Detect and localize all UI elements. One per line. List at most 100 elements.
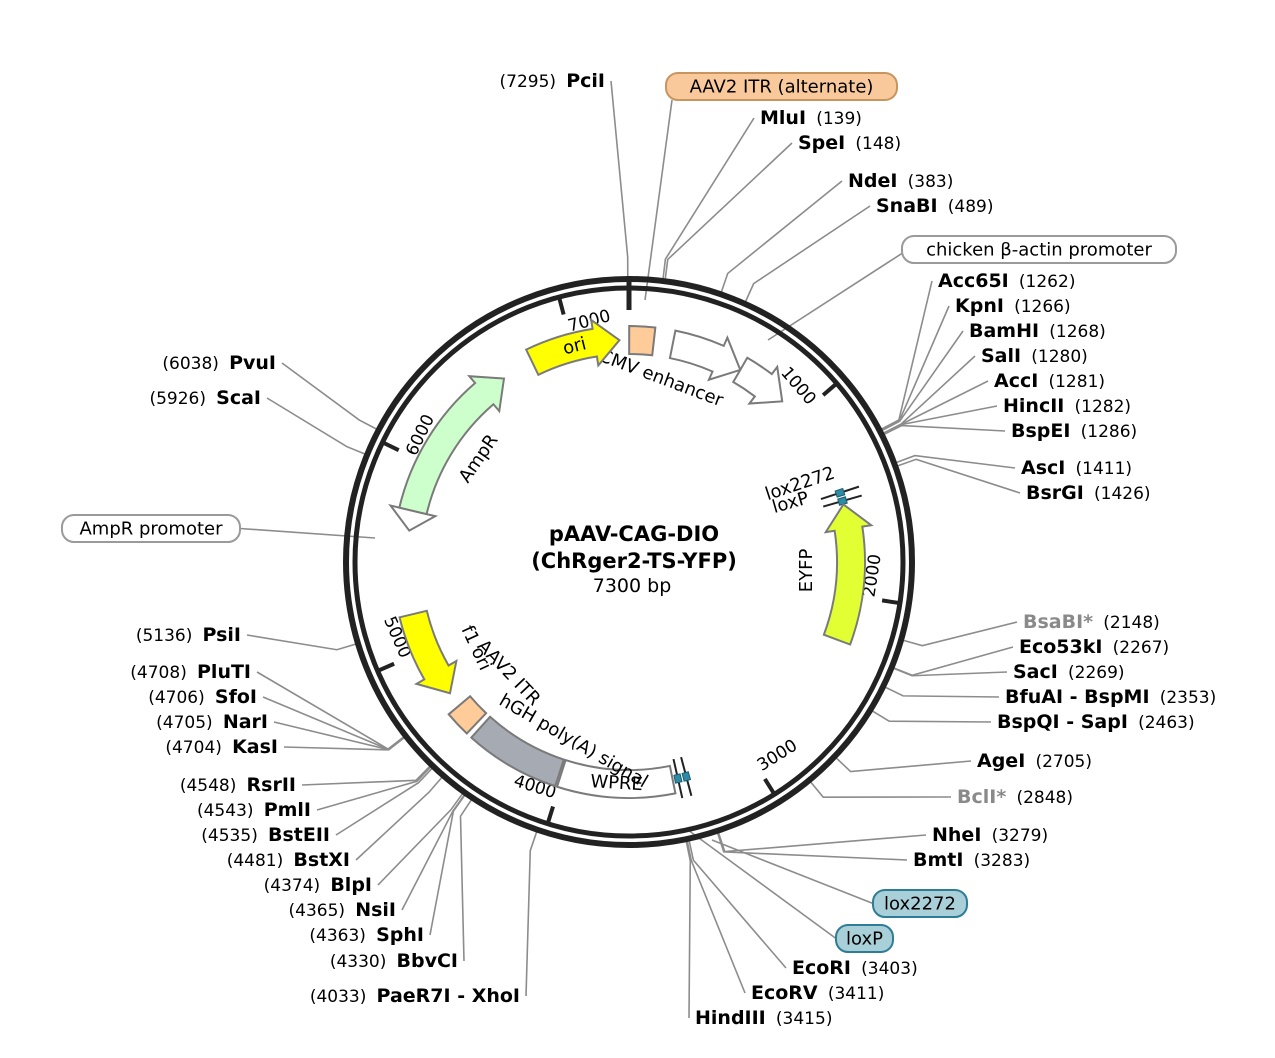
enzyme-site-sfoi[interactable]: (4706) SfoI <box>148 686 257 708</box>
enzyme-site-nhei[interactable]: NheI (3279) <box>932 824 1048 846</box>
enzyme-site-sali[interactable]: SalI (1280) <box>981 345 1088 367</box>
feature-shape <box>447 694 488 735</box>
feature-lox2272[interactable] <box>672 758 684 799</box>
enzyme-site-eco53ki[interactable]: Eco53kI (2267) <box>1019 636 1169 658</box>
feature-f1-ori[interactable]: f1 ori <box>398 609 496 695</box>
enzyme-label: EcoRV (3411) <box>751 982 884 1004</box>
enzyme-site-ecori[interactable]: EcoRI (3403) <box>792 957 918 979</box>
enzyme-position: (1268) <box>1049 322 1106 342</box>
enzyme-position: (2267) <box>1113 638 1170 658</box>
site-box <box>673 773 683 784</box>
leader-line <box>809 781 952 798</box>
enzyme-label: (7295) PciI <box>500 70 605 92</box>
callout-ampr-promoter[interactable]: AmpR promoter <box>61 514 241 543</box>
enzyme-site-ndei[interactable]: NdeI (383) <box>848 170 953 192</box>
enzyme-label: (5136) PsiI <box>136 624 241 646</box>
feature-ori[interactable]: ori <box>524 317 621 377</box>
leader-line <box>880 280 933 430</box>
enzyme-name: PluTI <box>197 661 251 683</box>
enzyme-site-nari[interactable]: (4705) NarI <box>156 711 268 733</box>
leader-lines <box>239 80 1021 1019</box>
enzyme-label: Acc65I (1262) <box>938 270 1075 292</box>
enzyme-site-bcli[interactable]: BclI* (2848) <box>957 786 1073 808</box>
feature-aav2-itr-alternate[interactable] <box>628 324 657 357</box>
leader-line <box>273 721 405 751</box>
enzyme-site-bbvci[interactable]: (4330) BbvCI <box>330 950 458 972</box>
enzyme-name: BstEII <box>268 824 330 846</box>
callout-chicken-actin-promoter[interactable]: chicken β-actin promoter <box>901 235 1177 264</box>
callout-box <box>872 889 968 918</box>
enzyme-site-agei[interactable]: AgeI (2705) <box>977 750 1092 772</box>
enzyme-label: (4706) SfoI <box>148 686 257 708</box>
feature-shape <box>469 715 566 788</box>
enzyme-site-ecorv[interactable]: EcoRV (3411) <box>751 982 884 1004</box>
enzyme-site-bstxi[interactable]: (4481) BstXI <box>227 849 350 871</box>
enzyme-site-pvui[interactable]: (6038) PvuI <box>162 352 276 374</box>
feature-callouts: AAV2 ITR (alternate) chicken β-actin prom… <box>61 72 1177 953</box>
enzyme-site-bfuai-bspmi[interactable]: BfuAI - BspMI (2353) <box>1005 686 1216 708</box>
feature-loxp[interactable] <box>680 756 693 797</box>
enzyme-site-bsrgi[interactable]: BsrGI (1426) <box>1026 482 1151 504</box>
enzyme-label: SacI (2269) <box>1013 661 1125 683</box>
enzyme-site-kasi[interactable]: (4704) KasI <box>165 736 278 758</box>
enzyme-label: (4704) KasI <box>165 736 278 758</box>
enzyme-site-bsteii[interactable]: (4535) BstEII <box>201 824 330 846</box>
enzyme-site-blpi[interactable]: (4374) BlpI <box>264 874 372 896</box>
enzyme-label: Eco53kI (2267) <box>1019 636 1169 658</box>
enzyme-name: SnaBI <box>876 195 938 217</box>
enzyme-site-bamhi[interactable]: BamHI (1268) <box>969 320 1106 342</box>
enzyme-name: EcoRV <box>751 982 818 1004</box>
leader-line <box>895 454 1016 469</box>
enzyme-name: BbvCI <box>397 950 458 972</box>
leader-line <box>897 458 1021 494</box>
enzyme-site-bspqi-sapi[interactable]: BspQI - SapI (2463) <box>997 711 1195 733</box>
leader-line <box>883 424 1006 436</box>
enzyme-site-acc65i[interactable]: Acc65I (1262) <box>938 270 1075 292</box>
enzyme-position: (3279) <box>992 826 1049 846</box>
enzyme-site-paer7i-xhoi[interactable]: (4033) PaeR7I - XhoI <box>310 985 520 1007</box>
feature-shape <box>668 329 742 382</box>
feature-eyfp[interactable]: EYFP <box>796 502 874 646</box>
feature-chicken-actin-promoter[interactable] <box>731 356 784 405</box>
enzyme-site-hincii[interactable]: HincII (1282) <box>1003 395 1131 417</box>
enzyme-site-acci[interactable]: AccI (1281) <box>994 370 1105 392</box>
enzyme-site-bspei[interactable]: BspEI (1286) <box>1011 420 1137 442</box>
leader-line <box>883 405 998 435</box>
callout-box <box>835 924 894 953</box>
enzyme-site-pmli[interactable]: (4543) PmlI <box>197 799 311 821</box>
enzyme-site-kpni[interactable]: KpnI (1266) <box>955 295 1071 317</box>
enzyme-site-snabi[interactable]: SnaBI (489) <box>876 195 993 217</box>
enzyme-site-hindiii[interactable]: HindIII (3415) <box>695 1007 832 1029</box>
enzyme-position: (489) <box>948 197 994 217</box>
enzyme-site-mlui[interactable]: MluI (139) <box>760 107 862 129</box>
feature-wpre[interactable]: WPRE <box>555 758 677 799</box>
enzyme-labels: (7295) PciI MluI (139) SpeI (148) NdeI (383… <box>130 70 1216 1029</box>
callout-lox2272[interactable]: lox2272 <box>872 889 968 918</box>
enzyme-site-sphi[interactable]: (4363) SphI <box>309 924 424 946</box>
enzyme-label: (4330) BbvCI <box>330 950 458 972</box>
enzyme-label: (4374) BlpI <box>264 874 372 896</box>
callout-label: chicken β-actin promoter <box>926 240 1152 261</box>
enzyme-site-asci[interactable]: AscI (1411) <box>1021 457 1132 479</box>
enzyme-site-bmti[interactable]: BmtI (3283) <box>913 849 1030 871</box>
leader-line <box>884 686 1000 698</box>
enzyme-site-spei[interactable]: SpeI (148) <box>798 132 901 154</box>
enzyme-site-rsrii[interactable]: (4548) RsrII <box>180 774 296 796</box>
enzyme-position: (3403) <box>861 959 918 979</box>
callout-loxp[interactable]: loxP <box>835 924 894 953</box>
enzyme-site-pluti[interactable]: (4708) PluTI <box>130 661 251 683</box>
leader-line <box>429 794 466 936</box>
callout-aav2-itr-alternate[interactable]: AAV2 ITR (alternate) <box>665 72 898 101</box>
enzyme-label: HincII (1282) <box>1003 395 1131 417</box>
enzyme-site-nsii[interactable]: (4365) NsiI <box>289 899 397 921</box>
enzyme-label: EcoRI (3403) <box>792 957 918 979</box>
enzyme-site-pcii[interactable]: (7295) PciI <box>500 70 605 92</box>
callout-label: loxP <box>846 929 883 950</box>
enzyme-site-saci[interactable]: SacI (2269) <box>1013 661 1125 683</box>
feature-shape <box>524 317 621 377</box>
enzyme-site-scai[interactable]: (5926) ScaI <box>149 387 261 409</box>
enzyme-site-psii[interactable]: (5136) PsiI <box>136 624 241 646</box>
leader-line <box>687 829 837 940</box>
enzyme-site-bsabi[interactable]: BsaBI* (2148) <box>1023 611 1160 633</box>
